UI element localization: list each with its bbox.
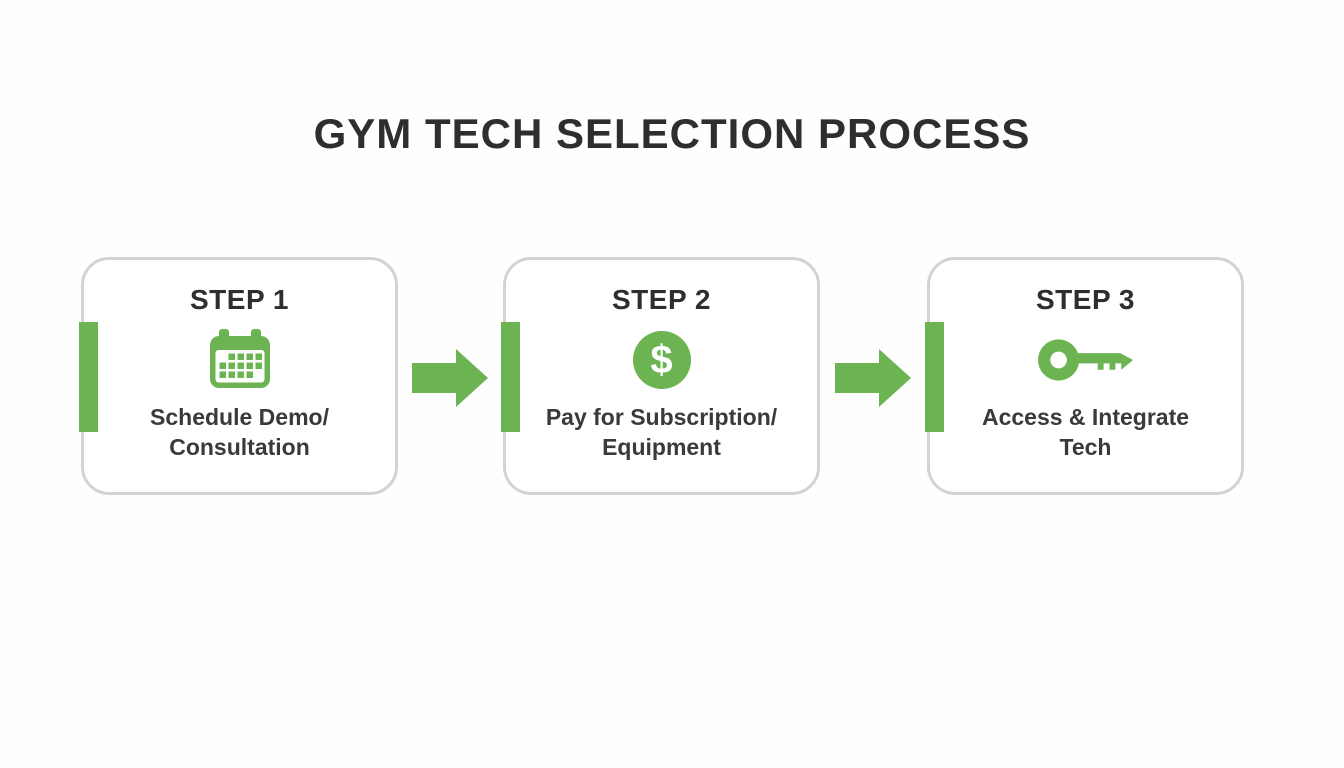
- calendar-icon: [208, 326, 272, 394]
- step-3-label: STEP 3: [1036, 284, 1135, 315]
- dollar-circle: $: [632, 331, 691, 389]
- step-2-card: STEP 2 $ Pay for Subscription/ Equipment: [501, 257, 820, 495]
- key-icon: [1037, 326, 1134, 394]
- page-title: GYM TECH SELECTION PROCESS: [313, 110, 1031, 157]
- arrow-right-icon: [412, 349, 488, 407]
- step-3-description-line2: Tech: [1059, 434, 1112, 460]
- step-2-description-line1: Pay for Subscription/: [545, 404, 778, 430]
- step-3-description-line1: Access & Integrate: [981, 404, 1190, 430]
- accent-bar: [501, 322, 520, 432]
- dollar-glyph: $: [650, 337, 673, 382]
- step-1-description-line2: Consultation: [169, 434, 310, 460]
- step-2-description-line2: Equipment: [602, 434, 721, 460]
- step-1-card: STEP 1 Schedule De: [79, 257, 398, 495]
- step-2-description: Pay for Subscription/ Equipment: [546, 402, 777, 462]
- accent-bar: [925, 322, 944, 432]
- step-1-description: Schedule Demo/ Consultation: [150, 402, 329, 462]
- step-3-description: Access & Integrate Tech: [982, 402, 1189, 462]
- dollar-icon: $: [632, 326, 691, 394]
- step-3-card: STEP 3 Access & Integrate Tech: [925, 257, 1244, 495]
- accent-bar: [79, 322, 98, 432]
- arrow-right-icon: [835, 349, 911, 407]
- step-1-description-line1: Schedule Demo/: [150, 404, 329, 430]
- step-1-label: STEP 1: [190, 284, 289, 315]
- step-2-label: STEP 2: [612, 284, 711, 315]
